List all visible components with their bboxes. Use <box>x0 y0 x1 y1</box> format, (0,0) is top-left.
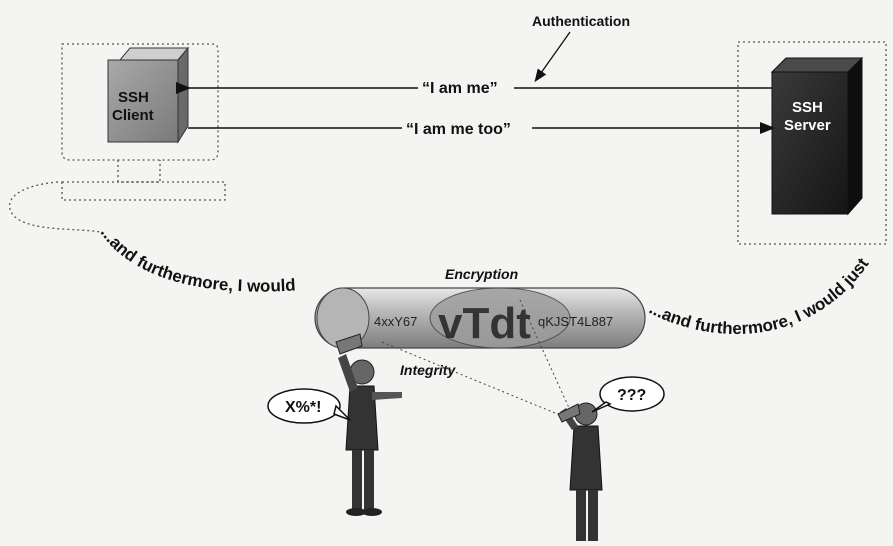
plaintext-left: ...and furthermore, I would just like to… <box>0 0 301 296</box>
cipher-text-right: qKJST4L887 <box>538 314 613 329</box>
attacker-left-figure <box>336 334 402 516</box>
cipher-text-left: 4xxY67 <box>374 314 417 329</box>
ssh-server-label-1: SSH <box>792 99 823 116</box>
bubble-right-text: ??? <box>617 387 646 404</box>
ssh-server-label-2: Server <box>784 117 831 134</box>
ssh-client-label-1: SSH <box>118 89 149 106</box>
bubble-left-text: X%*! <box>285 399 321 416</box>
cipher-text-big: vTdt <box>438 299 531 348</box>
label-integrity: Integrity <box>400 362 456 378</box>
label-i-am-me: “I am me” <box>422 80 498 97</box>
ssh-client-label-2: Client <box>112 107 154 124</box>
authentication-pointer <box>536 32 570 80</box>
ssh-server-box <box>772 58 862 214</box>
attacker-right-figure <box>558 403 602 541</box>
label-encryption: Encryption <box>445 266 518 282</box>
eavesdrop-line <box>382 342 572 420</box>
label-authentication: Authentication <box>532 13 630 29</box>
label-i-am-me-too: “I am me too” <box>406 121 511 138</box>
